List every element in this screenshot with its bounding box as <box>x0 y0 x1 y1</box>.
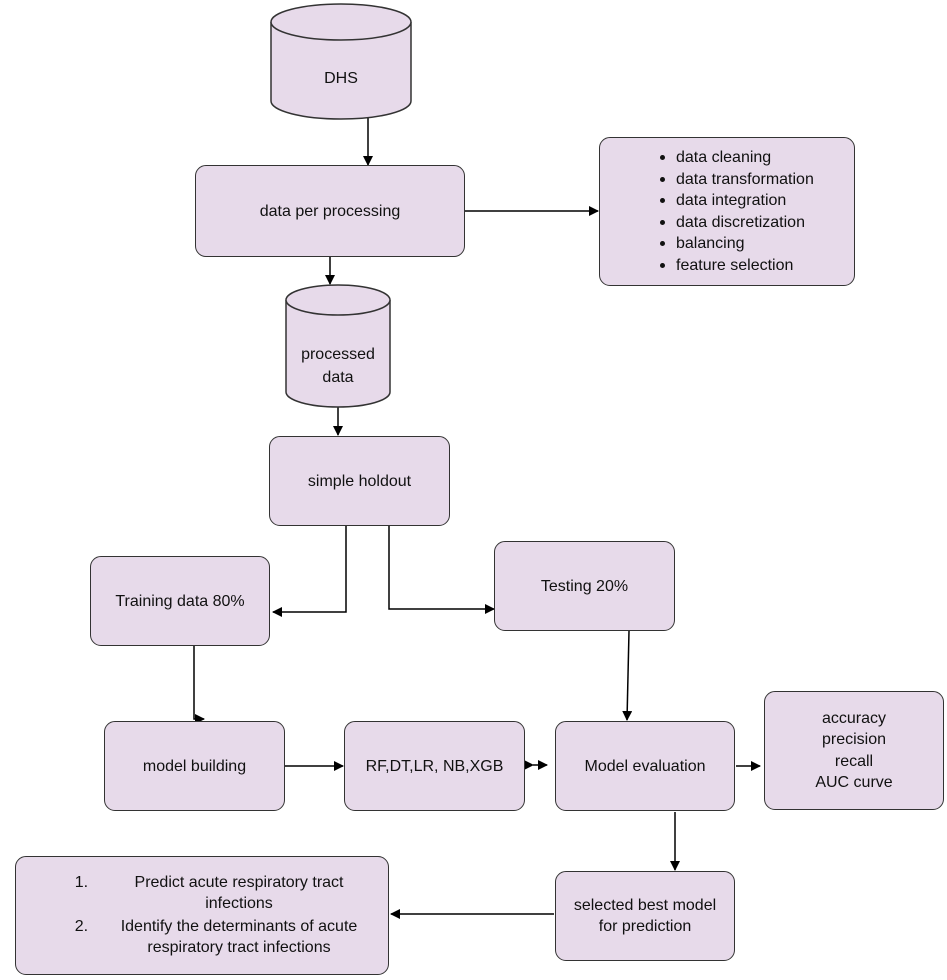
best-model-text-line1: selected best model <box>573 897 717 914</box>
outcome-number: 1. <box>74 873 89 891</box>
dhs-text: DHS <box>324 69 358 87</box>
outcomes-list: 1. Predict acute respiratory tract infec… <box>75 872 358 960</box>
holdout-box: simple holdout <box>269 436 450 526</box>
outcome-text-line2: respiratory tract infections <box>147 938 331 956</box>
arrow-holdout-to-training <box>272 526 347 617</box>
metrics-box: accuracy precision recall AUC curve <box>764 691 944 810</box>
training-text: Training data 80% <box>115 592 245 610</box>
outcomes-box: 1. Predict acute respiratory tract infec… <box>15 856 389 975</box>
algorithms-box: RF,DT,LR, NB,XGB <box>344 721 525 811</box>
model-building-box: model building <box>104 721 285 811</box>
evaluation-text: Model evaluation <box>584 757 706 775</box>
evaluation-box: Model evaluation <box>555 721 735 811</box>
outcome-text-line1: Identify the determinants of acute <box>120 917 358 935</box>
arrow-testing-to-evaluation <box>622 630 633 721</box>
model-building-text: model building <box>142 757 247 775</box>
best-model-box: selected best model for prediction <box>555 871 735 961</box>
preprocessing-text: data per processing <box>259 202 401 220</box>
best-model-text-line2: for prediction <box>598 918 692 935</box>
testing-text: Testing 20% <box>540 577 629 595</box>
metric-item: accuracy <box>821 709 886 727</box>
algorithms-text: RF,DT,LR, NB,XGB <box>365 757 504 775</box>
arrow-holdout-to-testing <box>388 526 495 614</box>
metric-item: AUC curve <box>815 774 893 791</box>
preprocessing-box: data per processing <box>195 165 465 257</box>
outcome-item: 1. Predict acute respiratory tract infec… <box>75 872 358 914</box>
outcome-text: Identify the determinants of acute respi… <box>121 916 358 958</box>
processed-data-text-line1: processed <box>301 346 375 363</box>
preprocessing-steps-box: data cleaning data transformation data i… <box>599 137 855 286</box>
processed-data-label: processed data <box>286 342 390 390</box>
step-item: data discretization <box>660 212 814 234</box>
outcome-item: 2. Identify the determinants of acute re… <box>75 916 358 958</box>
outcome-text-line1: Predict acute respiratory tract <box>134 873 344 891</box>
metrics-list: accuracy precision recall AUC curve <box>815 708 892 794</box>
metric-item: recall <box>834 752 874 770</box>
step-item: data cleaning <box>660 147 814 169</box>
dhs-label: DHS <box>271 55 411 101</box>
step-item: data integration <box>660 190 814 212</box>
training-box: Training data 80% <box>90 556 270 646</box>
preprocessing-steps-list: data cleaning data transformation data i… <box>654 147 814 276</box>
outcome-text: Predict acute respiratory tract infectio… <box>121 872 358 914</box>
step-item: balancing <box>660 233 814 255</box>
metric-item: precision <box>821 731 886 748</box>
outcome-number: 2. <box>74 917 89 935</box>
processed-data-cylinder <box>285 284 391 408</box>
arrow-training-to-model-building <box>193 645 205 724</box>
testing-box: Testing 20% <box>494 541 675 631</box>
holdout-text: simple holdout <box>307 472 412 490</box>
dhs-cylinder <box>270 3 412 120</box>
step-item: data transformation <box>660 169 814 191</box>
processed-data-text-line2: data <box>322 369 354 386</box>
step-item: feature selection <box>660 255 814 277</box>
outcome-text-line2: infections <box>205 894 273 912</box>
